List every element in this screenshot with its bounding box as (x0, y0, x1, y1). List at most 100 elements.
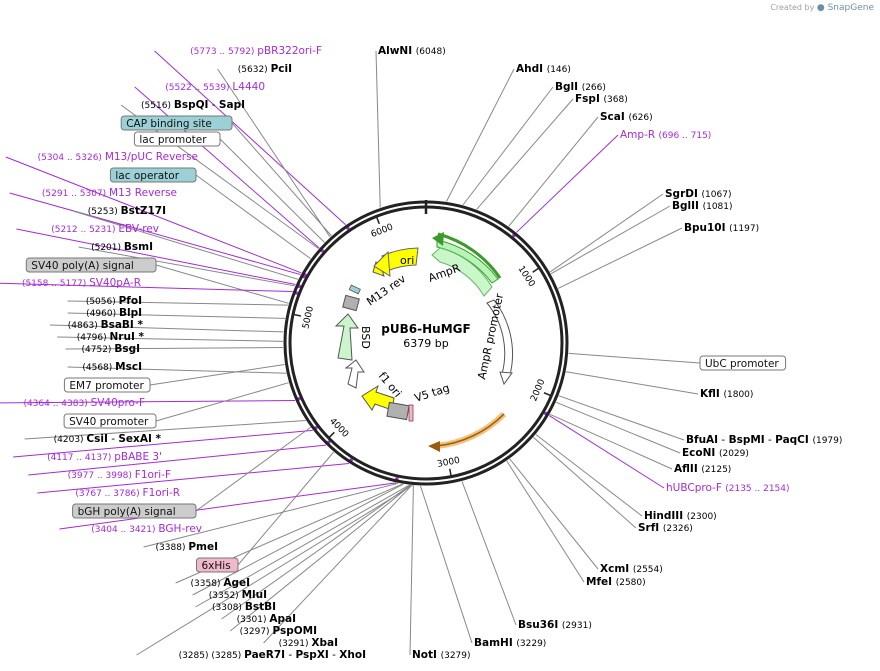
label-position: (5291 .. 5307) (42, 189, 109, 199)
left-label-blpi: (4960) BlpI (86, 307, 142, 319)
label-position: (3301) (237, 615, 270, 625)
label-position: (6048) (416, 47, 446, 57)
left-label-sv40pa-r: (5158 .. 5177) SV40pA-R (22, 277, 141, 289)
label-name: BsgI (114, 343, 140, 355)
label-name: PaeR7I (244, 649, 285, 661)
bsd-feature (334, 313, 359, 361)
leader-fspi (476, 98, 574, 210)
label-name: BamHI (474, 637, 516, 649)
feature-box (133, 131, 221, 147)
scale-label-2000: 2000 (529, 378, 547, 403)
label-name: BglI (555, 81, 582, 93)
label-name: PspXI (296, 649, 329, 661)
label-text: HindIII (2300) (644, 510, 717, 522)
label-text: BfuAI - BspMI - PaqCI (1979) (686, 434, 842, 446)
right-label-bglii: BglII (1081) (672, 200, 733, 212)
leader-pbr322ori-f (154, 50, 346, 226)
label-name: PmeI (188, 541, 218, 553)
left-label-bsabi: (4863) BsaBI * (68, 319, 144, 331)
label-text: (5253) BstZ17I (88, 205, 166, 217)
label-name: PaqCI (775, 434, 812, 446)
label-separator: - (718, 434, 728, 446)
label-position: (3285) (179, 651, 212, 661)
label-text: (3358) AgeI (191, 577, 250, 589)
label-name: BlpI (119, 307, 142, 319)
feature-name: lac promoter (139, 134, 207, 146)
sv40-polya-feature (342, 294, 360, 312)
scale-label-1000: 1000 (515, 264, 536, 289)
label-name: NotI (412, 649, 441, 661)
label-name: ScaI (600, 111, 628, 123)
label-position: (368) (604, 95, 628, 105)
label-name: MluI (242, 589, 267, 601)
leader-hubcpro-f (548, 415, 665, 489)
left-label-apai: (3301) ApaI (237, 613, 296, 625)
label-separator: - (208, 99, 218, 111)
label-text: BamHI (3229) (474, 637, 546, 649)
left-label-pfoi: (5056) PfoI (86, 295, 142, 307)
leader-mfei (506, 460, 585, 583)
label-name: MfeI (586, 576, 616, 588)
left-label-nrui: (4796) NruI * (77, 331, 145, 343)
left-label-bgh-poly-a-signal: bGH poly(A) signal (72, 503, 197, 519)
left-label-f1ori-r: (3767 .. 3786) F1ori-R (75, 487, 180, 499)
leader-nrui (57, 336, 284, 342)
label-name: PfoI (119, 295, 142, 307)
label-text: FspI (368) (575, 93, 628, 105)
leader-lines (0, 50, 701, 656)
label-text: BglI (266) (555, 81, 606, 93)
feature-name: lac operator (115, 170, 179, 182)
left-label-mlui: (3352) MluI (209, 589, 267, 601)
label-text: (5773 .. 5792) pBR322ori-F (190, 45, 322, 57)
left-label-bstbi: (3308) BstBI (212, 601, 276, 613)
left-label-bsmi: (5201) BsmI (91, 241, 153, 253)
leader-pspomi (229, 484, 412, 632)
leader-bglii (550, 205, 671, 275)
label-position: (5522 .. 5539) (165, 83, 232, 93)
left-label-lac-operator: lac operator (109, 167, 197, 183)
label-position: (5158 .. 5177) (22, 279, 89, 289)
credit: Created by ● SnapGene (770, 3, 874, 13)
label-name: F1ori-F (135, 469, 171, 481)
left-label-cap-binding-site: CAP binding site (120, 115, 233, 131)
leader-sgrdi (549, 193, 664, 273)
label-name: SapI (219, 99, 245, 111)
label-position: (3404 .. 3421) (91, 525, 158, 535)
label-position: (2029) (719, 449, 749, 459)
scale-label-5000: 5000 (301, 305, 316, 330)
leader-cap-binding-site (231, 122, 332, 237)
label-text: (3977 .. 3998) F1ori-F (68, 469, 171, 481)
ubc-arrowhead (428, 441, 440, 452)
m13-rev-label: M13 rev (364, 272, 408, 308)
label-name: SgrDI (665, 188, 702, 200)
label-name: BglII (672, 200, 703, 212)
label-text: Bsu36I (2931) (518, 619, 592, 631)
label-text: (3352) MluI (209, 589, 267, 601)
label-text: (4364 .. 4383) SV40pro-F (23, 397, 145, 409)
label-position: (1067) (702, 190, 732, 200)
label-position: (4364 .. 4383) (23, 399, 90, 409)
ubc-strand-arrow (435, 413, 505, 447)
label-text: (3291) XbaI (279, 637, 338, 649)
right-label-bgli: BglI (266) (555, 81, 606, 93)
label-name: BGH-rev (158, 523, 202, 535)
leader-bstz17i (72, 210, 299, 280)
label-name: PciI (271, 63, 292, 75)
leader-xbai (263, 484, 413, 644)
feature-box (63, 413, 157, 429)
feature-name: CAP binding site (126, 118, 212, 130)
label-text: (4796) NruI * (77, 331, 145, 343)
ampr-strand-arrow (437, 232, 502, 279)
right-label-kfli: KflI (1800) (700, 388, 753, 400)
v5-tag-label: V5 tag (413, 381, 451, 405)
label-name: CsiI (86, 433, 107, 445)
label-position: (1197) (729, 224, 759, 234)
left-label-xbai: (3291) XbaI (279, 637, 338, 649)
label-position: (4117 .. 4137) (47, 453, 114, 463)
left-label-l4440: (5522 .. 5539) L4440 (165, 81, 265, 93)
label-name: F1ori-R (143, 487, 180, 499)
leader-hindiii (535, 434, 643, 517)
right-label-hubcpro-f: hUBCpro-F (2135 .. 2154) (666, 482, 790, 494)
leader-bpu10i (557, 227, 683, 289)
label-position: (5632) (238, 65, 271, 75)
